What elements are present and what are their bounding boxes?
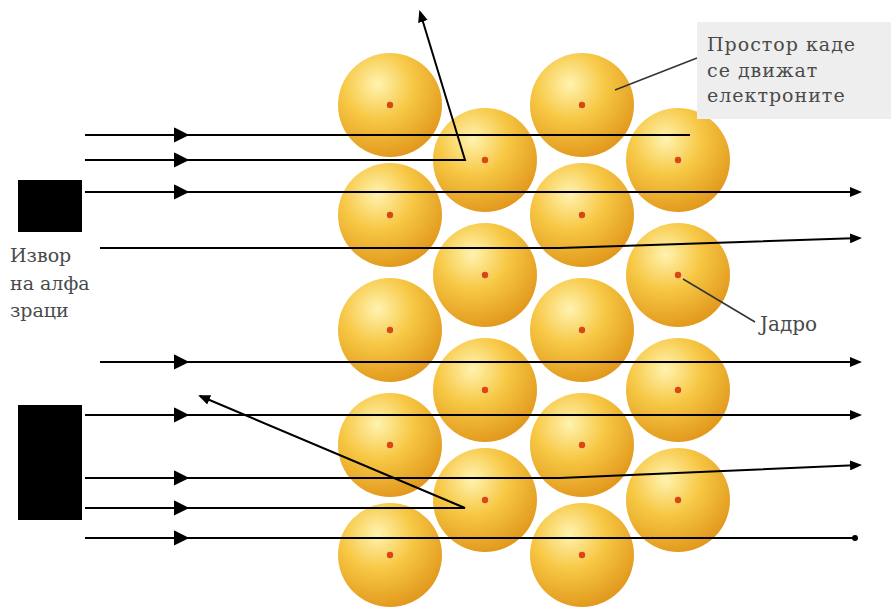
nucleus-label: Јадро [760,310,880,339]
nucleus [579,552,585,558]
nucleus [579,212,585,218]
callout-text: Простор каде се движат електроните [707,32,881,109]
nucleus [675,157,681,163]
atom [530,278,634,382]
nucleus [675,272,681,278]
atom [338,393,442,497]
nucleus [387,102,393,108]
nucleus [387,212,393,218]
nucleus [482,157,488,163]
alpha-source [18,180,82,232]
nucleus [579,102,585,108]
gold-atoms [338,53,730,607]
nucleus [579,442,585,448]
nucleus [675,387,681,393]
atom [626,223,730,327]
nucleus [675,497,681,503]
atom [433,338,537,442]
atom [530,503,634,607]
atom [530,163,634,267]
atom [530,393,634,497]
callout-box: Простор каде се движат електроните [697,22,891,119]
alpha-source [18,405,82,520]
nucleus [579,327,585,333]
atom [626,338,730,442]
atom [626,108,730,212]
atom [338,278,442,382]
nucleus [387,327,393,333]
atom [338,53,442,157]
nucleus [387,552,393,558]
nucleus [482,272,488,278]
source-label: Извор на алфа зраци [10,242,90,325]
atom [433,223,537,327]
atom [338,163,442,267]
atom [530,53,634,157]
nucleus [387,442,393,448]
atom [338,503,442,607]
atom [626,448,730,552]
nucleus [482,497,488,503]
nucleus [482,387,488,393]
